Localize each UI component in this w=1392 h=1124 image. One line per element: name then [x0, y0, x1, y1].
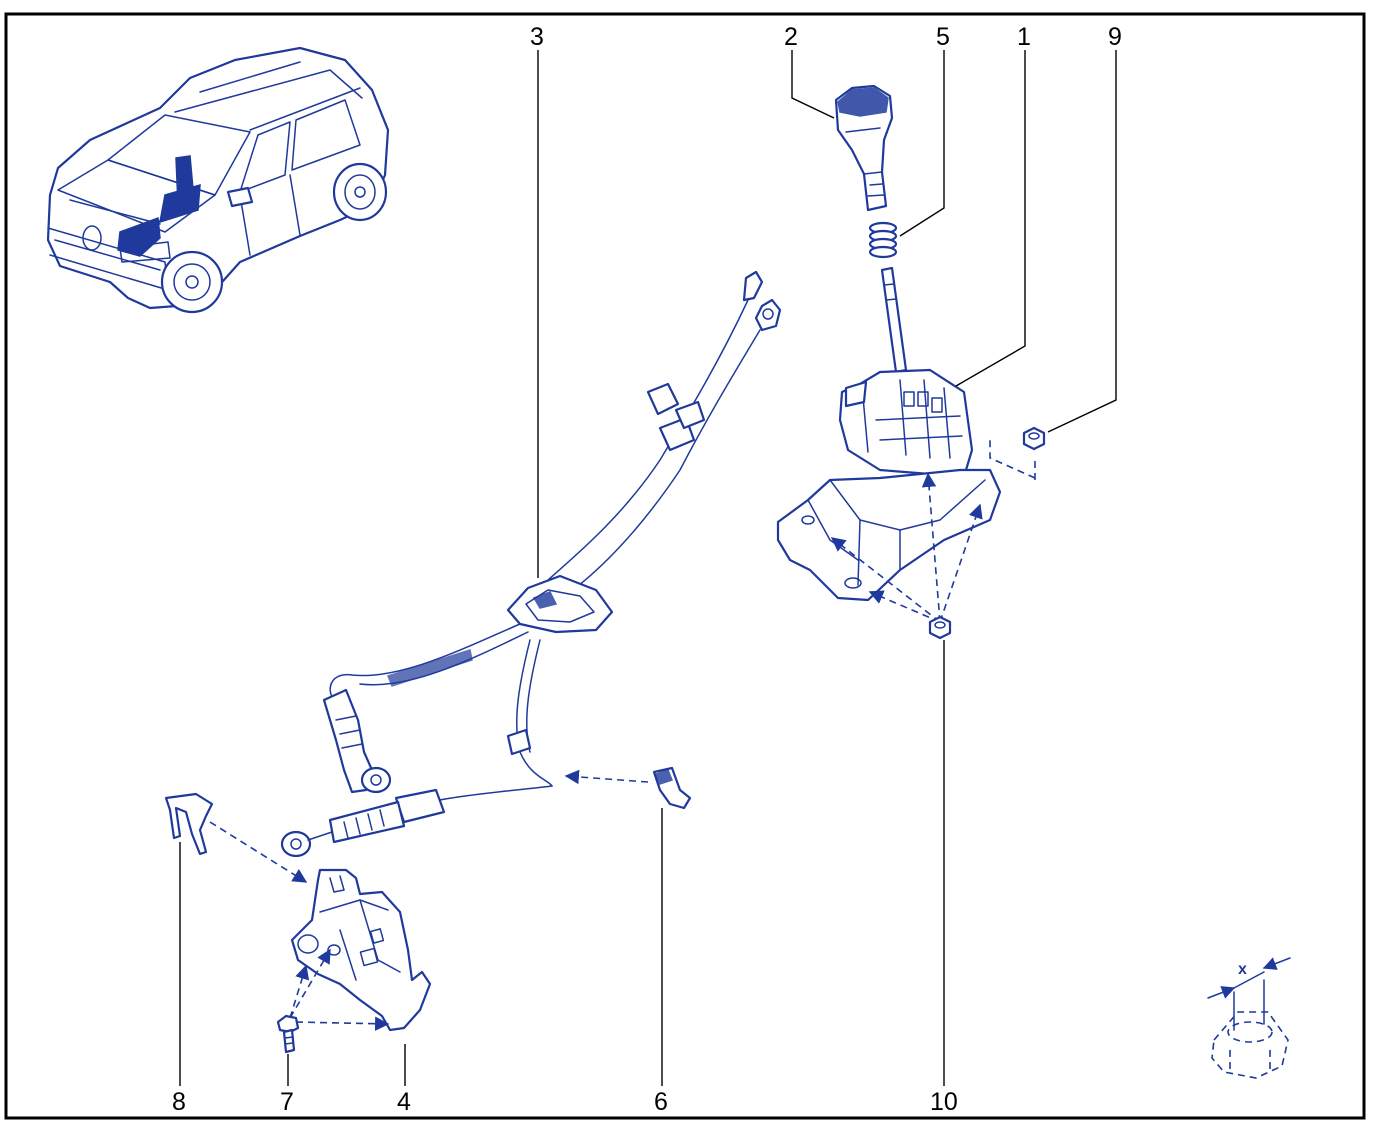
nut-dimension-detail: x [1207, 957, 1291, 1079]
gearshift-cable-part [280, 270, 782, 858]
bolt-part-7 [276, 1014, 300, 1054]
gearshift-assembly-part [776, 266, 1036, 623]
vehicle-locator-icon [46, 46, 390, 314]
spring-part [868, 221, 898, 259]
callout-1: 1 [1017, 23, 1031, 51]
nut-part-10 [928, 615, 952, 640]
callout-labels: 3 2 5 1 9 8 7 4 6 10 [172, 23, 1122, 1116]
callout-5: 5 [936, 23, 950, 51]
cable-bracket-part-4 [289, 868, 432, 1032]
callout-7: 7 [280, 1088, 294, 1116]
callout-4: 4 [397, 1088, 411, 1116]
callout-8: 8 [172, 1088, 186, 1116]
callout-6: 6 [654, 1088, 668, 1116]
gear-knob-part [834, 84, 894, 212]
retaining-clip-part-6 [564, 766, 692, 810]
callout-3: 3 [530, 23, 544, 51]
callout-9: 9 [1108, 23, 1122, 51]
clip-part-8 [164, 792, 308, 883]
callout-10: 10 [930, 1088, 958, 1116]
leader-lines [179, 50, 1117, 1086]
nut-part-9 [1022, 426, 1046, 451]
dimension-label: x [1238, 961, 1247, 978]
callout-2: 2 [784, 23, 798, 51]
